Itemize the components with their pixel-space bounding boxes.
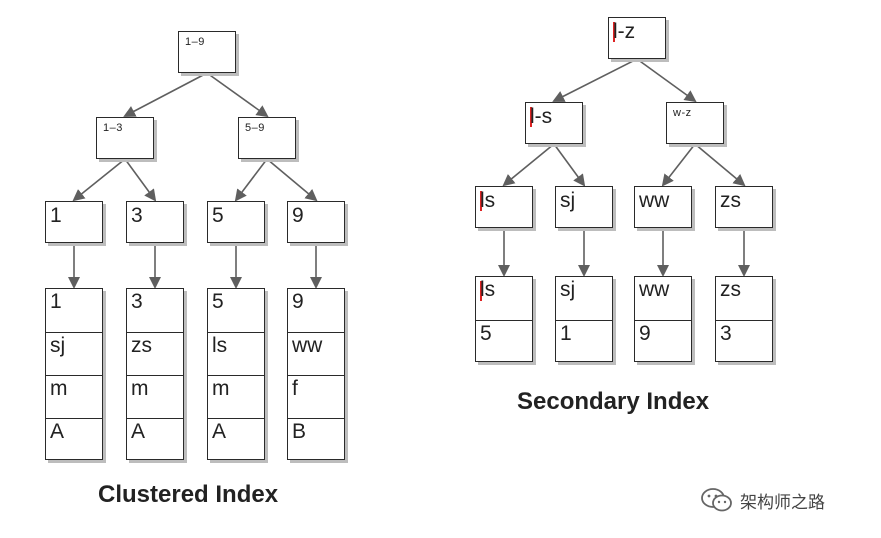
clustered-record: 1 sj m A bbox=[45, 288, 103, 460]
tree-edge-arrow bbox=[234, 158, 268, 202]
record-cell: 1 bbox=[556, 320, 612, 363]
secondary-leaf-label: zs bbox=[720, 189, 741, 212]
record-cell: 9 bbox=[635, 320, 691, 363]
record-cell: zs bbox=[720, 278, 741, 301]
secondary-root-node: l-z bbox=[608, 17, 666, 59]
secondary-leaf-label: ls bbox=[480, 189, 496, 212]
cursor-mark bbox=[480, 281, 482, 301]
wechat-icon bbox=[701, 488, 732, 512]
record-cell: ww bbox=[288, 332, 344, 375]
tree-edge-arrow bbox=[123, 72, 208, 117]
secondary-record: ww 9 bbox=[634, 276, 692, 362]
tree-edge-arrow bbox=[661, 143, 696, 187]
tree-edge-arrow bbox=[206, 72, 269, 118]
secondary-leaf-node: sj bbox=[555, 186, 613, 228]
record-cell: ls bbox=[208, 332, 264, 375]
record-cell: f bbox=[288, 375, 344, 418]
secondary-record: ls 5 bbox=[475, 276, 533, 362]
record-cell: 3 bbox=[131, 290, 143, 313]
clustered-leaf-node: 3 bbox=[126, 201, 184, 243]
tree-edge-arrow bbox=[553, 143, 586, 187]
secondary-leaf-label: sj bbox=[560, 189, 576, 212]
secondary-branch-label: l-s bbox=[530, 105, 553, 128]
clustered-leaf-label: 5 bbox=[212, 204, 224, 227]
record-cell: m bbox=[208, 375, 264, 418]
tree-edge-arrow bbox=[72, 158, 126, 202]
clustered-leaf-node: 9 bbox=[287, 201, 345, 243]
watermark-text: 架构师之路 bbox=[740, 492, 825, 513]
record-cell: A bbox=[127, 418, 183, 461]
record-cell: m bbox=[127, 375, 183, 418]
clustered-branch-node-right: 5–9 bbox=[238, 117, 296, 159]
secondary-leaf-node: zs bbox=[715, 186, 773, 228]
clustered-leaf-label: 1 bbox=[50, 204, 62, 227]
record-cell: A bbox=[208, 418, 264, 461]
record-cell: 3 bbox=[716, 320, 772, 363]
secondary-branch-node-left: l-s bbox=[525, 102, 583, 144]
record-cell: sj bbox=[560, 278, 576, 301]
record-cell: ls bbox=[480, 278, 496, 301]
cursor-mark bbox=[480, 191, 482, 211]
clustered-record: 9 ww f B bbox=[287, 288, 345, 460]
secondary-root-label: l-z bbox=[613, 20, 636, 43]
clustered-branch-node-left: 1–3 bbox=[96, 117, 154, 159]
secondary-record: sj 1 bbox=[555, 276, 613, 362]
secondary-record: zs 3 bbox=[715, 276, 773, 362]
record-cell: 5 bbox=[476, 320, 532, 363]
secondary-branch-node-right: w-z bbox=[666, 102, 724, 144]
record-cell: 9 bbox=[292, 290, 304, 313]
clustered-root-node: 1–9 bbox=[178, 31, 236, 73]
clustered-branch-label: 5–9 bbox=[245, 122, 265, 134]
secondary-index-caption: Secondary Index bbox=[517, 388, 710, 415]
record-cell: ww bbox=[639, 278, 670, 301]
cursor-mark bbox=[613, 22, 615, 42]
watermark: 架构师之路 bbox=[700, 484, 825, 516]
clustered-record: 3 zs m A bbox=[126, 288, 184, 460]
secondary-branch-label: w-z bbox=[673, 107, 692, 119]
clustered-leaf-node: 1 bbox=[45, 201, 103, 243]
clustered-branch-label: 1–3 bbox=[103, 122, 123, 134]
secondary-leaf-label: ww bbox=[639, 189, 670, 212]
clustered-index-caption: Clustered Index bbox=[98, 481, 279, 508]
clustered-leaf-label: 3 bbox=[131, 204, 143, 227]
tree-edge-arrow bbox=[552, 58, 638, 102]
clustered-leaf-label: 9 bbox=[292, 204, 304, 227]
clustered-root-label: 1–9 bbox=[185, 36, 205, 48]
tree-edge-arrow bbox=[636, 58, 697, 103]
record-cell: m bbox=[46, 375, 102, 418]
secondary-leaf-node: ww bbox=[634, 186, 692, 228]
clustered-leaf-node: 5 bbox=[207, 201, 265, 243]
tree-edge-arrow bbox=[124, 158, 157, 202]
tree-edge-arrow bbox=[266, 158, 318, 202]
secondary-leaf-node: ls bbox=[475, 186, 533, 228]
record-cell: A bbox=[46, 418, 102, 461]
tree-edge-arrow bbox=[502, 143, 555, 187]
record-cell: zs bbox=[127, 332, 183, 375]
record-cell: B bbox=[288, 418, 344, 461]
clustered-record: 5 ls m A bbox=[207, 288, 265, 460]
tree-edge-arrow bbox=[694, 143, 746, 187]
cursor-mark bbox=[530, 107, 532, 127]
record-cell: sj bbox=[46, 332, 102, 375]
record-cell: 5 bbox=[212, 290, 224, 313]
record-cell: 1 bbox=[50, 290, 62, 313]
